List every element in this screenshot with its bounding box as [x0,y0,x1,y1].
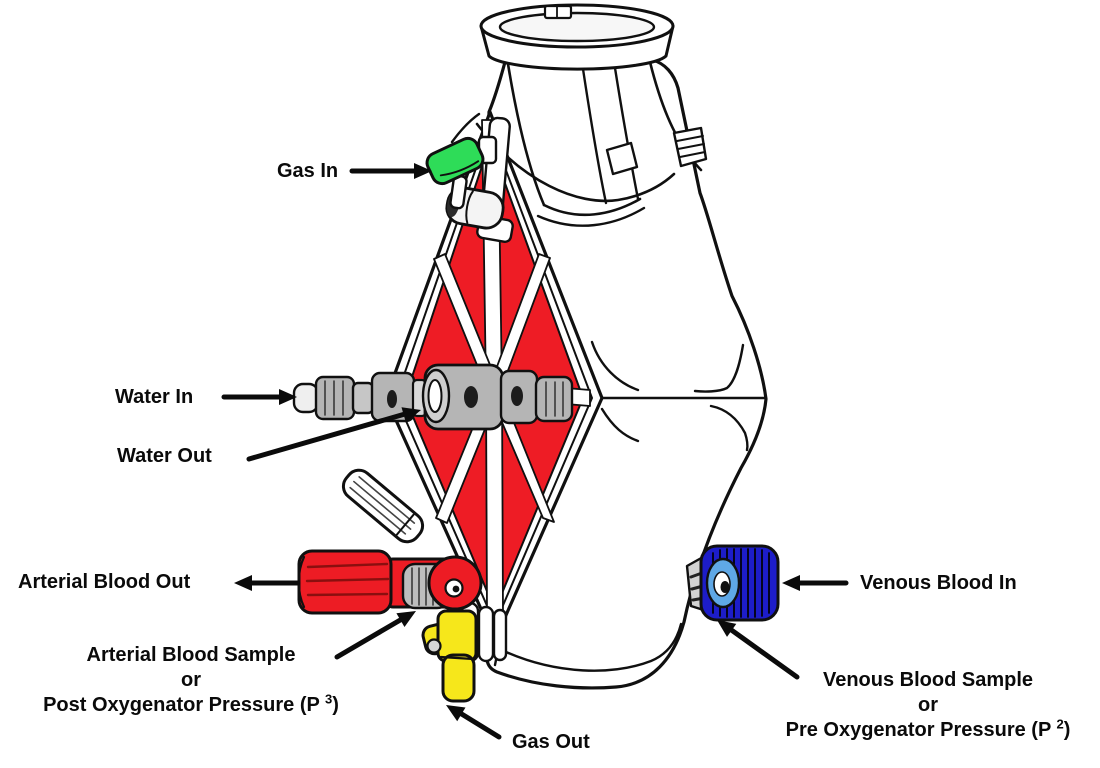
gas-out-valve [421,609,478,703]
arterial-sample-line1: Arterial Blood Sample [86,644,296,666]
venous-sample-line1: Venous Blood Sample [822,669,1034,691]
venous-sample-line2: or [918,694,938,716]
arterial-blood-out-label: Arterial Blood Out [18,571,191,593]
top-collar [479,3,675,71]
arterial-sample-line3: Post Oxygenator Pressure (P 3) [43,691,339,716]
venous-sample-label: Venous Blood Sample or Pre Oxygenator Pr… [757,668,1099,743]
callout-arrows [221,163,849,740]
gas-in-arrow [349,163,432,179]
water-out-arrow [246,407,421,462]
venous-blood-in-label: Venous Blood In [860,572,1017,594]
arterial-sample-line2: or [181,669,201,691]
gas-in-valve [425,135,498,210]
venous-sample-line3: Pre Oxygenator Pressure (P 2) [785,716,1071,741]
venous-sample-arrow [717,620,800,680]
collar-tab [543,4,573,20]
gas-out-arrow [446,705,502,740]
vent-knob [672,126,708,168]
arterial-flange [427,555,483,611]
gas-out-label: Gas Out [512,731,590,753]
venous-blood-in-arrow [782,575,849,591]
arterial-sample-arrow [334,611,416,660]
water-in-connector [292,371,428,423]
gas-in-label: Gas In [277,160,339,182]
venous-hub [705,557,741,609]
water-out-label: Water Out [117,445,212,467]
arterial-port [297,549,483,615]
arterial-cap [297,549,393,615]
water-in-arrow [221,389,297,405]
body-shell [450,58,768,690]
sampling-handle [341,468,425,544]
arterial-blood-out-arrow [234,575,301,591]
venous-port [685,544,780,622]
water-connectors [292,363,574,431]
water-in-label: Water In [115,386,194,408]
water-out-connector [421,363,574,431]
arterial-sample-label: Arterial Blood Sample or Post Oxygenator… [10,643,372,718]
